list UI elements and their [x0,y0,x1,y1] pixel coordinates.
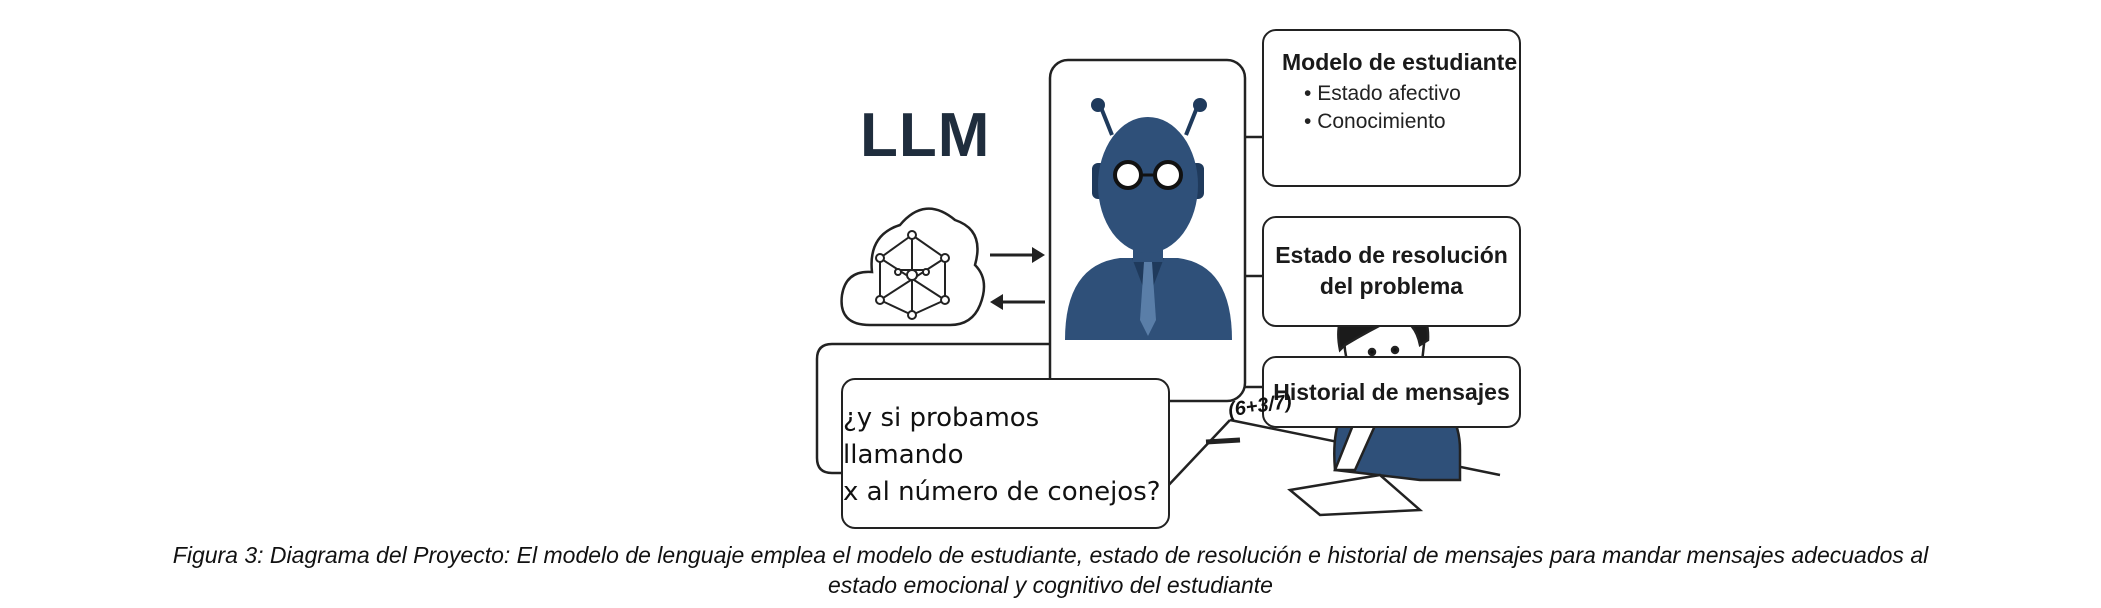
message-history-box: Historial de mensajes [1262,356,1521,428]
item-label: Conocimiento [1317,110,1446,133]
student-model-box: Modelo de estudiante • Estado afectivo •… [1262,29,1521,187]
resolution-state-box: Estado de resolución del problema [1262,216,1521,327]
cloud-network-icon [840,207,986,327]
figure-caption: Figura 3: Diagrama del Proyecto: El mode… [0,540,2101,600]
student-model-item: • Estado afectivo [1304,82,1461,105]
caption-line1: Figura 3: Diagrama del Proyecto: El mode… [172,542,1929,568]
caption-line2: estado emocional y cognitivo del estudia… [828,572,1273,598]
arrow-right-icon [990,247,1045,263]
robot-tutor-icon [1065,98,1232,340]
llm-label: LLM [860,101,991,170]
arrow-left-icon [990,294,1045,310]
bubble-line2: x al número de conejos? [843,477,1161,507]
resolution-state-line1: Estado de resolución [1275,242,1508,268]
message-history-title: Historial de mensajes [1273,379,1510,405]
bubble-line1: ¿y si probamos llamando [843,403,1040,470]
speech-bubble: ¿y si probamos llamando x al número de c… [841,378,1170,529]
item-label: Estado afectivo [1317,82,1461,105]
student-model-item: • Conocimiento [1304,110,1446,133]
resolution-state-line2: del problema [1319,273,1464,299]
student-model-title: Modelo de estudiante [1282,49,1518,75]
